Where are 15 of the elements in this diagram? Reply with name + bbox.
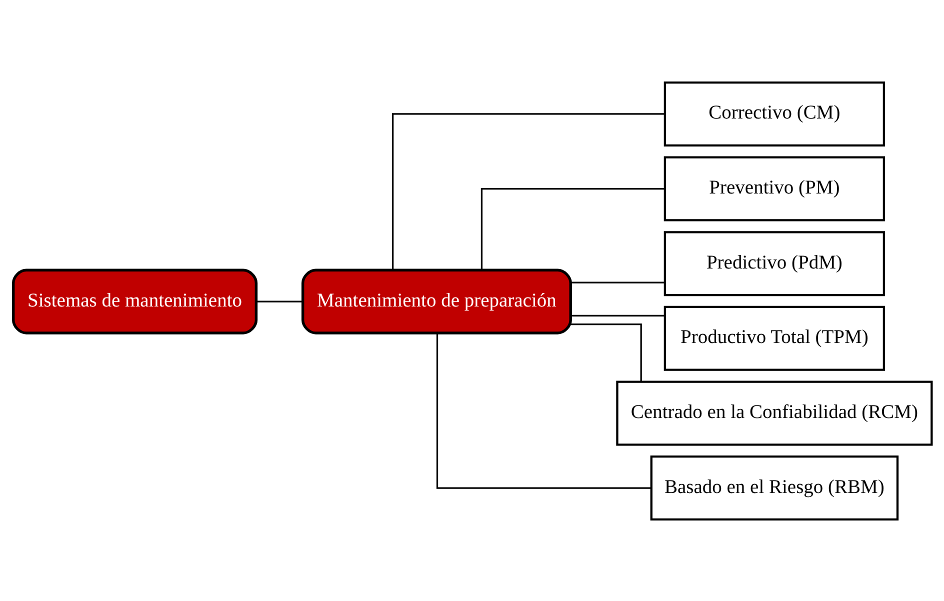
node-box: Productivo Total (TPM) xyxy=(663,305,885,370)
node-box: Correctivo (CM) xyxy=(663,80,885,146)
node-box: Sistemas de mantenimiento xyxy=(11,268,258,334)
node-box: Predictivo (PdM) xyxy=(663,230,885,296)
node-box: Centrado en la Confiabilidad (RCM) xyxy=(616,380,932,446)
node-box: Mantenimiento de preparación xyxy=(300,268,572,334)
connector xyxy=(436,332,651,488)
connector xyxy=(570,314,664,316)
connector xyxy=(480,187,664,270)
node-box: Basado en el Riesgo (RBM) xyxy=(650,455,898,520)
connector xyxy=(392,112,664,270)
connector xyxy=(256,300,302,302)
connector xyxy=(570,323,642,382)
connector xyxy=(570,281,664,283)
node-box: Preventivo (PM) xyxy=(663,156,885,221)
